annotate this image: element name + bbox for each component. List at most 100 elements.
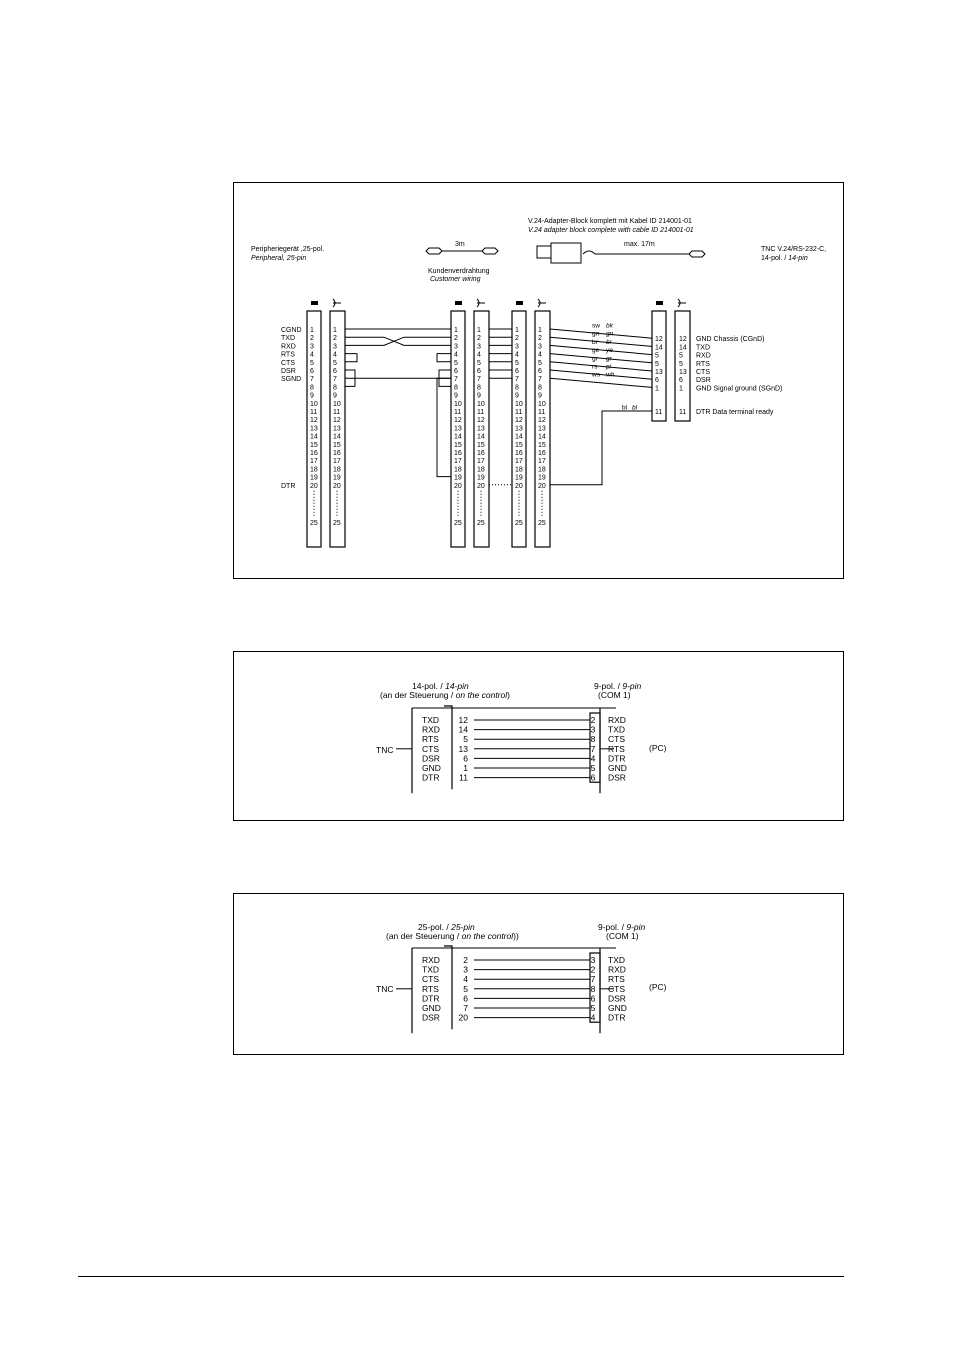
wire-color-de: gn: [592, 331, 600, 338]
right-pin-number: 7: [591, 974, 596, 984]
left-signal-label: RTS: [422, 734, 439, 744]
pin-number: 16: [538, 450, 546, 457]
wiring-diagram-25pin-to-tnc-panel: Peripheriegerät ,25-pol. Peripheral, 25-…: [233, 182, 844, 579]
connector-strip: [534, 310, 551, 548]
wire-color-de: sw: [592, 323, 600, 330]
tnc-pin-number: 1: [679, 385, 683, 392]
wire-rxd-cross: [345, 336, 451, 346]
connector-female-icon: [476, 298, 485, 308]
left-sub-close: ): [507, 690, 510, 700]
pin-number: 4: [454, 352, 458, 359]
cable-14pin-to-9pin-panel: 14-pol. / 14-pin (an der Steuerung / on …: [233, 651, 844, 821]
pin-number: 1: [333, 327, 337, 334]
left-connector-shell: [444, 705, 453, 790]
footer-rule: [78, 1276, 844, 1277]
tnc-signal-label: TXD: [696, 344, 710, 351]
pin-number: 17: [333, 458, 341, 465]
right-pin-number: 6: [591, 773, 596, 783]
pin-number: 4: [310, 352, 314, 359]
pin-number: 3: [454, 343, 458, 350]
cable-14pin-to-9pin-diagram: 14-pol. / 14-pin (an der Steuerung / on …: [376, 681, 667, 794]
left-signal-label: DTR: [422, 993, 439, 1003]
pin-number: 13: [515, 425, 523, 432]
tnc-signal-label: GND Signal ground (SGnD): [696, 385, 782, 392]
tnc-pin-number: 13: [655, 369, 663, 376]
tnc-pin-number: 6: [679, 377, 683, 384]
wire-dtr-return: [436, 377, 451, 478]
signal-label-cts: CTS: [281, 360, 295, 367]
pin-number: 15: [454, 442, 462, 449]
right-connector-header: 9-pol. / 9-pin: [598, 922, 646, 932]
pin-number: 10: [515, 401, 523, 408]
wire-color-de: ge: [592, 347, 600, 354]
pin-number: 19: [333, 475, 341, 482]
left-header-de: 14-pol. /: [412, 681, 443, 691]
right-signal-label: RXD: [608, 715, 626, 725]
pin-number: 12: [538, 417, 546, 424]
tnc-pin-number: 14: [679, 344, 687, 351]
tnc-wire: [549, 377, 653, 388]
pin-number: 20: [310, 483, 318, 490]
pin-number: 1: [454, 327, 458, 334]
tnc-wire: [549, 344, 653, 356]
pin-number: 9: [454, 393, 458, 400]
pin-number: 19: [454, 475, 462, 482]
tnc-wire: [549, 353, 653, 364]
pin-number: 9: [477, 393, 481, 400]
wire-color-en: ye: [605, 347, 613, 354]
left-signal-label: GND: [422, 763, 441, 773]
pin-number: 7: [310, 376, 314, 383]
tnc-pin-number: 12: [655, 336, 663, 343]
wiring-diagram-25pin-to-tnc: Peripheriegerät ,25-pol. Peripheral, 25-…: [251, 218, 826, 548]
left-pin-number: 5: [463, 734, 468, 744]
tnc-signal-label: GND Chassis (CGnD): [696, 336, 764, 343]
left-pin-number: 3: [463, 965, 468, 975]
tnc-wire: [549, 328, 653, 339]
pin-number: 9: [310, 393, 314, 400]
pin-number: 18: [310, 466, 318, 473]
pin-number: 2: [310, 335, 314, 342]
wire-color-de: br: [592, 339, 599, 346]
tnc-pins-de: 14-pol. /: [761, 255, 786, 262]
left-header-en: 14-pin: [445, 681, 469, 691]
left-sub-close: )): [513, 931, 519, 941]
pin-number: 1: [310, 327, 314, 334]
tnc-pins-label: 14-pol. / 14-pin: [761, 255, 808, 262]
pin-number: 18: [333, 466, 341, 473]
pin-number: 16: [310, 450, 318, 457]
pin-number: 8: [333, 384, 337, 391]
pin-number: 14: [333, 434, 341, 441]
wire-color-de: ws: [591, 372, 601, 379]
pin-number: 2: [477, 335, 481, 342]
right-connector-subheader: (COM 1): [598, 690, 631, 700]
wire-color-de: gr: [592, 355, 599, 362]
pin-number: 20: [477, 483, 485, 490]
left-signal-label: DSR: [422, 753, 440, 763]
left-sub-en: on the control: [456, 690, 509, 700]
right-pin-number: 6: [591, 993, 596, 1003]
pin-number: 14: [310, 434, 318, 441]
pin-number: 2: [538, 335, 542, 342]
pin-number: 14: [538, 434, 546, 441]
tnc-pin-number: 1: [655, 385, 659, 392]
connector-strip: [329, 310, 346, 548]
pin-number: 9: [538, 393, 542, 400]
tnc-signal-label: RTS: [696, 361, 710, 368]
left-connector-header: 14-pol. / 14-pin: [412, 681, 469, 691]
left-pin-number: 11: [459, 773, 468, 783]
signal-label-cgnd: CGND: [281, 327, 302, 334]
connector-strips-and-wires: 1234567891011121314151617181920251234567…: [281, 298, 782, 548]
right-signal-label: CTS: [608, 984, 625, 994]
pin-number: 6: [515, 368, 519, 375]
pin-number: 7: [454, 376, 458, 383]
pin-number: 15: [538, 442, 546, 449]
pin-number: 18: [515, 466, 523, 473]
connector-female-icon: [677, 298, 686, 308]
cable-length-3m: 3m: [455, 241, 465, 248]
connector-male-icon: [311, 301, 318, 305]
left-pin-number: 20: [459, 1013, 469, 1023]
connector-strip: [473, 310, 490, 548]
right-pin-number: 2: [591, 965, 596, 975]
pin-number: 8: [515, 384, 519, 391]
tnc-wire: [549, 336, 653, 347]
